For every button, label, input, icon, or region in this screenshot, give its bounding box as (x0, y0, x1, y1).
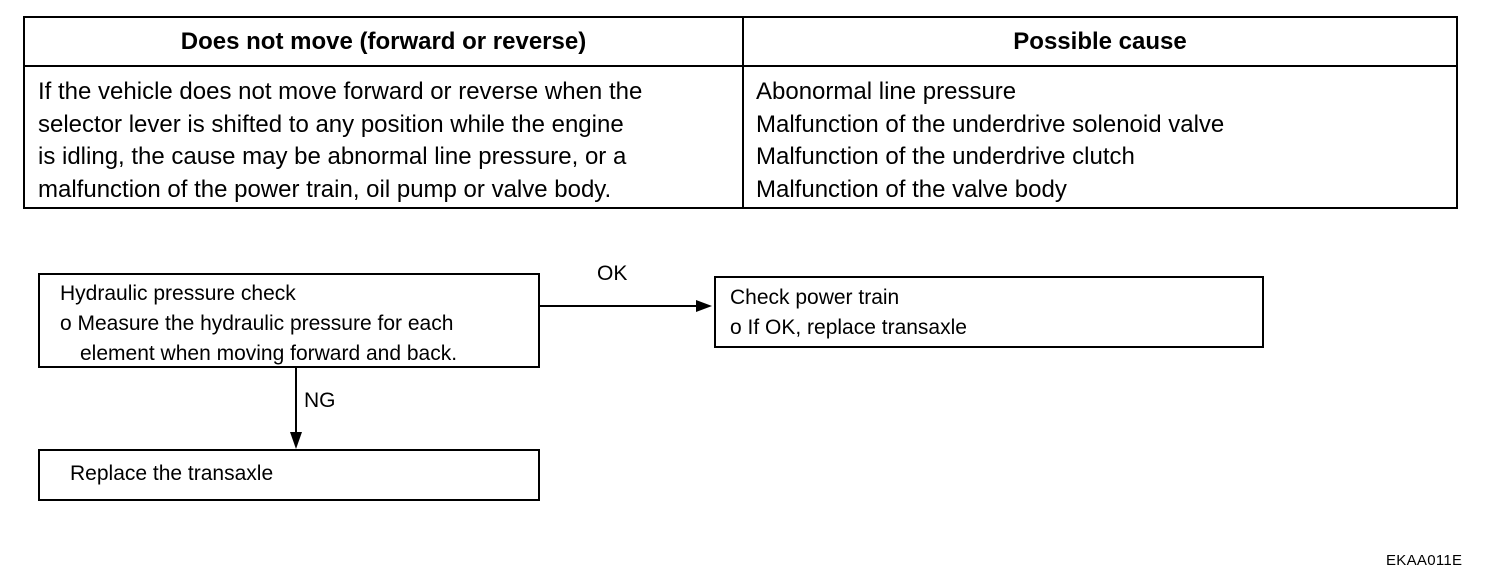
ng-arrow (290, 368, 302, 449)
hydraulic-pressure-check-box: Hydraulic pressure check o Measure the h… (38, 273, 540, 368)
possible-causes: Abonormal line pressure Malfunction of t… (756, 76, 1446, 206)
replace-transaxle-box: Replace the transaxle (38, 449, 540, 501)
header-symptom: Does not move (forward or reverse) (180, 28, 587, 55)
table-column-divider (742, 18, 744, 207)
header-possible-cause: Possible cause (1013, 28, 1187, 55)
cause-line: Malfunction of the valve body (756, 175, 1067, 203)
hydraulic-box-line1: o Measure the hydraulic pressure for eac… (60, 312, 454, 335)
hydraulic-box-title: Hydraulic pressure check (60, 282, 296, 305)
diagnosis-table: Does not move (forward or reverse) Possi… (23, 16, 1458, 209)
symptom-description: If the vehicle does not move forward or … (38, 76, 738, 206)
symptom-line: is idling, the cause may be abnormal lin… (38, 143, 627, 170)
ng-label: NG (304, 389, 336, 412)
symptom-line: malfunction of the power train, oil pump… (38, 175, 612, 203)
cause-line: Abonormal line pressure (756, 78, 1017, 105)
figure-code: EKAA011E (1386, 552, 1463, 569)
replace-box-title: Replace the transaxle (70, 462, 274, 485)
power-box-line1: o If OK, replace transaxle (730, 316, 967, 339)
ok-arrow (540, 300, 712, 312)
power-box-title: Check power train (730, 286, 900, 309)
symptom-line: selector lever is shifted to any positio… (38, 110, 624, 138)
cause-line: Malfunction of the underdrive solenoid v… (756, 110, 1225, 138)
symptom-line: If the vehicle does not move forward or … (38, 78, 643, 105)
cause-line: Malfunction of the underdrive clutch (756, 143, 1135, 170)
hydraulic-box-line2: element when moving forward and back. (80, 342, 458, 365)
ok-label: OK (597, 262, 628, 285)
check-power-train-box: Check power train o If OK, replace trans… (714, 276, 1264, 348)
table-header-row (25, 18, 1456, 67)
